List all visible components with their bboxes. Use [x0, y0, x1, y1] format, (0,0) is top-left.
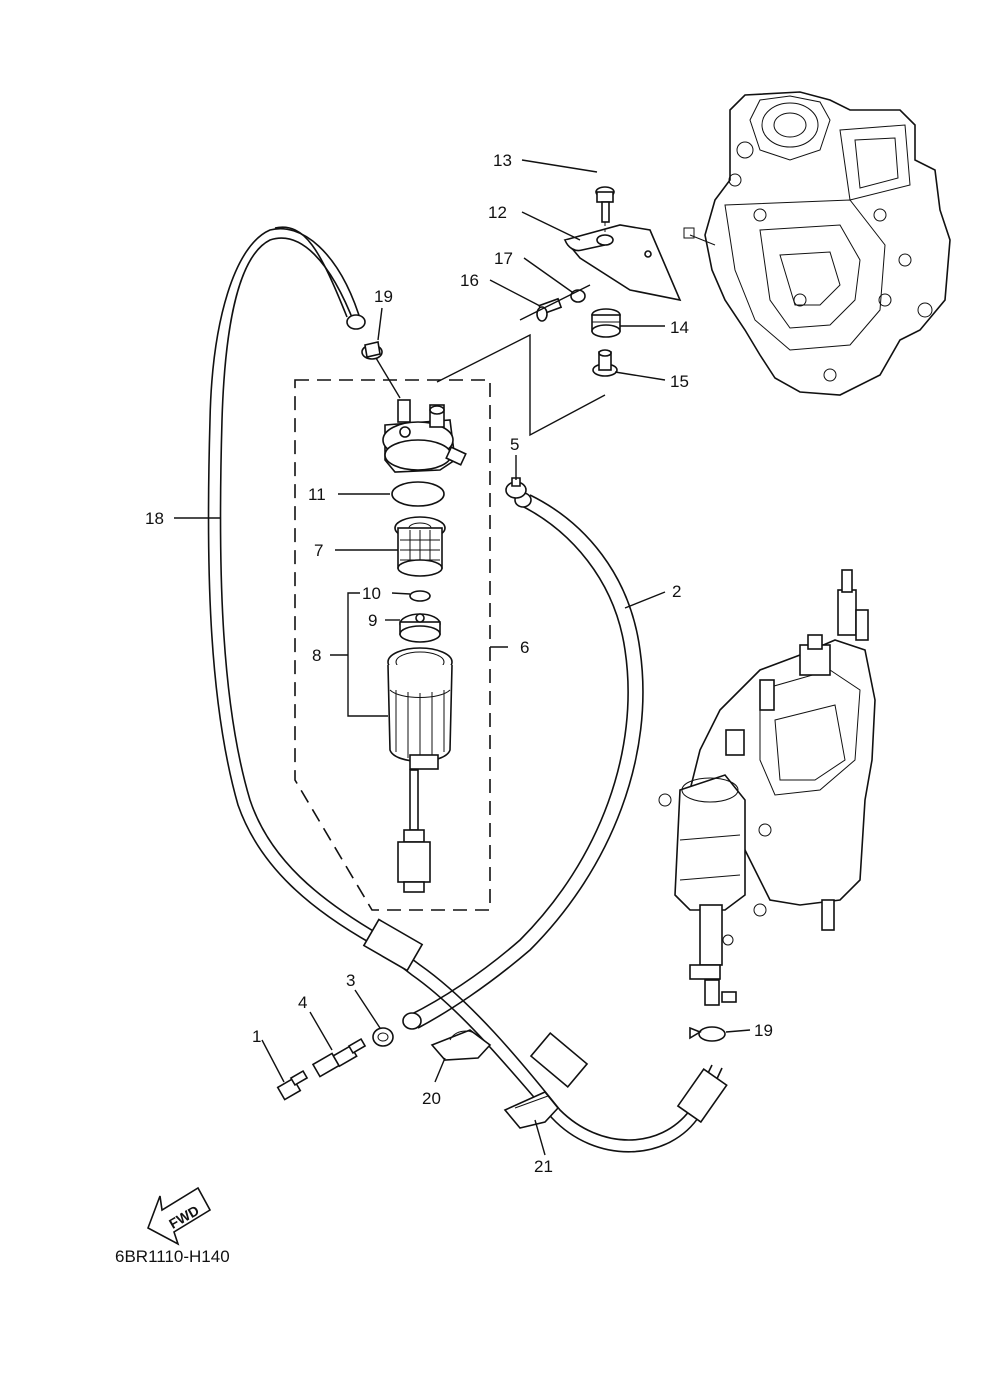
callout-13: 13 [493, 151, 512, 170]
o-ring-11 [391, 481, 445, 507]
callout-16: 16 [460, 271, 479, 290]
filter-element-7 [394, 516, 446, 577]
callout-14: 14 [670, 318, 689, 337]
hose-2 [402, 492, 644, 1030]
callout-9: 9 [368, 611, 377, 630]
callout-20: 20 [422, 1089, 441, 1108]
clip-19-bottom [689, 1026, 726, 1042]
callout-10: 10 [362, 584, 381, 603]
clip-3 [372, 1027, 394, 1047]
engine-block-top [683, 91, 951, 396]
holder-20 [430, 1029, 492, 1061]
callout-18: 18 [145, 509, 164, 528]
callout-19-top: 19 [374, 287, 393, 306]
callout-2: 2 [672, 582, 681, 601]
hose-18 [207, 226, 728, 1153]
callout-6: 6 [520, 638, 529, 657]
filter-assembly-box [294, 379, 491, 911]
bracket-leader [436, 333, 606, 437]
callout-15: 15 [670, 372, 689, 391]
holder-21 [503, 1091, 560, 1129]
ring-10 [409, 590, 431, 602]
callout-labels: 13 12 17 16 19 14 15 5 11 18 7 2 10 9 6 … [145, 151, 773, 1176]
callout-4: 4 [298, 993, 307, 1012]
callout-3: 3 [346, 971, 355, 990]
clip-19-top [361, 341, 383, 360]
fitting-4 [311, 1037, 367, 1078]
dashed-leader-filter [519, 284, 591, 321]
collar-15 [592, 349, 618, 377]
leader-lines [174, 159, 751, 1156]
vapor-separator-assembly [658, 569, 876, 1006]
bracket-12 [563, 224, 682, 302]
clip-5 [505, 477, 527, 499]
callout-1: 1 [252, 1027, 261, 1046]
callout-8: 8 [312, 646, 321, 665]
bolt-13 [595, 186, 615, 232]
fwd-arrow: FWD [147, 1186, 212, 1246]
callout-5: 5 [510, 435, 519, 454]
float-9 [399, 613, 441, 643]
plug-1 [276, 1069, 309, 1101]
filter-cup-8 [387, 647, 453, 893]
washer-17 [570, 289, 586, 303]
callout-21: 21 [534, 1157, 553, 1176]
callout-17: 17 [494, 249, 513, 268]
callout-7: 7 [314, 541, 323, 560]
part-code: 6BR1110-H140 [115, 1247, 230, 1266]
callout-11: 11 [308, 485, 326, 504]
callout-19-bottom: 19 [754, 1021, 773, 1040]
fuel-filter-head [382, 399, 467, 473]
callout-12: 12 [488, 203, 507, 222]
grommet-14 [591, 308, 621, 338]
